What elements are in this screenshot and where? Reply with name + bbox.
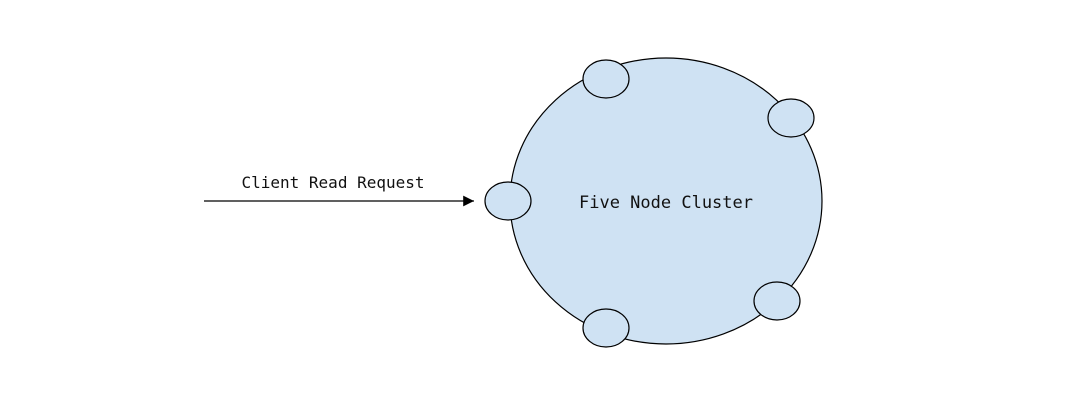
cluster-node	[484, 181, 532, 221]
cluster-node	[582, 59, 630, 99]
client-request-label: Client Read Request	[241, 173, 424, 192]
cluster-node	[582, 308, 630, 348]
cluster-node	[767, 98, 815, 138]
cluster-node	[753, 281, 801, 321]
cluster-label: Five Node Cluster	[579, 193, 753, 213]
